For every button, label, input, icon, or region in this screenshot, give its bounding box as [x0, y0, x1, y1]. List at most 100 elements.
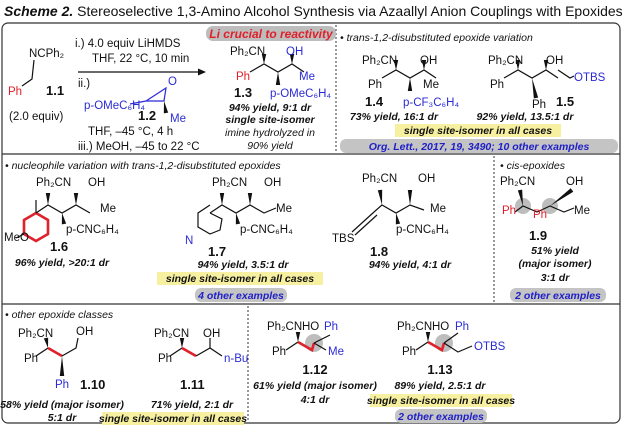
wedge-bond — [289, 54, 295, 64]
hydroxyl-label: HO — [302, 321, 319, 333]
bond — [427, 340, 446, 352]
imine-label: Ph₂CN — [230, 46, 265, 58]
bond — [514, 205, 575, 213]
panel-header: • trans-1,2-disubstituted epoxide variat… — [340, 32, 533, 44]
phenyl-label: Ph — [502, 205, 516, 217]
condition-step-1: i.) 4.0 equiv LiHMDS — [75, 38, 181, 50]
highlight-pill — [157, 272, 323, 285]
wedge-bond — [219, 193, 225, 205]
bond — [195, 347, 223, 357]
imine-label: Ph₂CN — [397, 321, 432, 333]
phenyl-label: Ph — [368, 79, 382, 91]
phenyl-label: Ph — [402, 346, 416, 358]
compound-number: 1.5 — [556, 94, 574, 109]
yield-dr: 73% yield, 16:1 dr — [350, 111, 439, 123]
imine-label: Ph₂CN — [212, 177, 247, 189]
more-examples-link[interactable]: 2 other examples — [397, 411, 484, 423]
bond — [354, 214, 378, 236]
phenyl-label: Ph — [532, 99, 546, 111]
scheme-title: Scheme 2. Stereoselective 1,3-Amino Alco… — [4, 3, 623, 19]
panel-header: • nucleophile variation with trans-1,2-d… — [5, 160, 281, 172]
major-isomer-note: (major isomer) — [519, 258, 592, 270]
methyl-label: Me — [276, 203, 292, 215]
tbs-label: TBS — [332, 233, 355, 245]
bond — [169, 347, 183, 357]
aryl-label: p-CNC₆H₄ — [396, 224, 449, 236]
hydrolysis-yield: 90% yield — [247, 140, 294, 152]
bond — [15, 233, 25, 239]
sm-imine-label: NCPh₂ — [29, 48, 64, 60]
hydroxyl-label: OH — [566, 176, 583, 188]
panel-header: • cis-epoxides — [500, 160, 566, 172]
wedge-bond — [261, 54, 267, 64]
hydrolysis-note: imine hydrolyzed in — [225, 127, 315, 139]
imine-label: Ph₂CN — [36, 177, 71, 189]
wedge-bond — [395, 213, 401, 225]
imine-label: Ph₂CN — [488, 55, 523, 67]
epoxide-oxygen-label: O — [168, 76, 177, 88]
bond — [249, 63, 305, 73]
selectivity-note: single site-isomer in all cases — [99, 413, 247, 425]
more-examples-link[interactable]: 2 other examples — [514, 290, 601, 302]
condition-step-1-detail: THF, 22 °C, 10 min — [92, 53, 189, 65]
phenyl-label: Ph — [490, 79, 504, 91]
aryl-label: p-OMeC₆H₄ — [270, 88, 331, 100]
compound-number: 1.8 — [370, 244, 388, 259]
bond — [21, 59, 35, 87]
bond — [209, 204, 277, 214]
bond — [197, 204, 223, 235]
bond — [35, 347, 49, 357]
compound-number: 1.4 — [365, 94, 384, 109]
selectivity-note: single site-isomer in all cases — [166, 273, 314, 285]
methyl-label: Me — [430, 203, 446, 215]
panel-header: • other epoxide classes — [5, 309, 114, 321]
sm-equiv: (2.0 equiv) — [9, 111, 64, 123]
methoxy-label: MeO — [4, 232, 29, 244]
bond — [313, 342, 327, 351]
otbs-label: OTBS — [574, 72, 606, 84]
wedge-bond — [517, 189, 523, 206]
yield-dr: 58% yield (major isomer) — [0, 399, 124, 411]
scheme-frame — [1, 22, 621, 424]
selectivity-note: single site-isomer in all cases — [367, 395, 515, 407]
methyl-label: Me — [423, 79, 439, 91]
bond — [61, 337, 79, 357]
reference-link[interactable]: Org. Lett., 2017, 19, 3490; 10 other exa… — [369, 141, 590, 153]
wedge-bond — [532, 78, 539, 99]
bond — [129, 100, 147, 105]
dr-value: 4:1 dr — [300, 394, 331, 406]
reaction-arrow-head — [198, 68, 206, 76]
compound-number: 1.12 — [302, 362, 327, 377]
highlight-pill — [195, 288, 287, 302]
highlight-pill — [510, 288, 606, 302]
compound-number: 1.10 — [80, 377, 105, 392]
bond — [22, 211, 50, 243]
bond — [313, 334, 331, 344]
bond — [373, 204, 425, 214]
bond — [351, 211, 375, 233]
bond — [145, 86, 167, 102]
compound-number: 1.3 — [234, 85, 252, 100]
wedge-bond — [43, 337, 49, 348]
methyl-label: Me — [328, 346, 344, 358]
hydroxyl-label: HO — [432, 321, 449, 333]
pyridine-nitrogen-label: N — [185, 235, 193, 247]
epoxide-methyl-label: Me — [170, 113, 186, 125]
bond — [415, 341, 429, 351]
compound-number: 1.2 — [138, 108, 156, 123]
imine-label: Ph₂CN — [500, 176, 535, 188]
yield-dr: 71% yield, 2:1 dr — [151, 399, 234, 411]
phenyl-label: Ph — [272, 346, 286, 358]
methyl-label: Me — [574, 205, 590, 217]
phenyl-label: Ph — [158, 353, 172, 365]
wedge-bond — [421, 60, 427, 70]
yield-dr: 94% yield, 3.5:1 dr — [197, 259, 289, 271]
more-examples-link[interactable]: 4 other examples — [197, 290, 284, 302]
bond — [557, 69, 575, 79]
compound-number: 1.9 — [529, 228, 547, 243]
wedge-bond — [247, 193, 253, 205]
wedge-bond — [425, 332, 431, 342]
phenyl-label: Ph — [455, 321, 469, 333]
imine-label: Ph₂CN — [18, 328, 53, 340]
yield-dr: 94% yield, 4:1 dr — [369, 259, 452, 271]
